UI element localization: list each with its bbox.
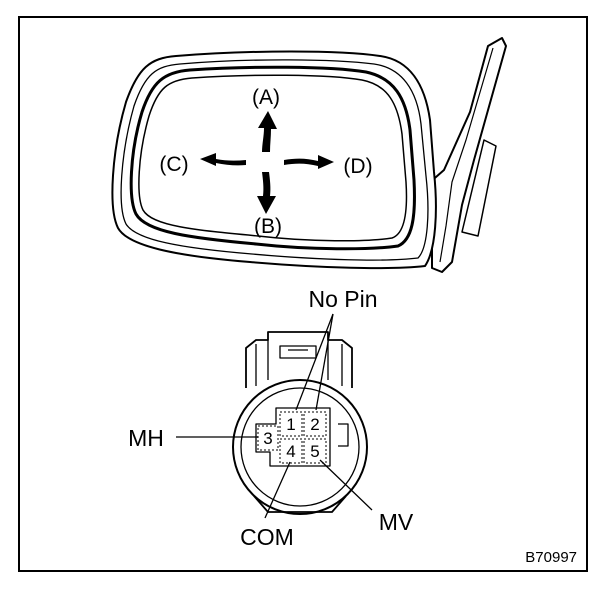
mirror-housing-rim (120, 59, 429, 261)
pin-number-4: 4 (286, 442, 295, 461)
leader-mv (319, 459, 373, 511)
mirror-mount-arm (427, 37, 507, 273)
connector-key (338, 423, 349, 447)
side-mirror (111, 37, 507, 273)
leader-com (264, 461, 291, 519)
figure-frame (18, 16, 588, 572)
mirror-mount-arm-inner (439, 47, 494, 263)
mv-label: MV (379, 509, 414, 535)
figure-code: B70997 (525, 549, 577, 566)
pin-number-2: 2 (310, 415, 319, 434)
arrow-right (284, 155, 334, 169)
arrow-down (257, 172, 276, 214)
direction-label-left: (C) (159, 153, 188, 176)
connector-latch-inner (255, 340, 343, 386)
connector-latch (245, 331, 353, 388)
leader-no-pin-2 (315, 313, 334, 411)
mh-label: MH (128, 425, 164, 451)
arrow-up (258, 111, 277, 152)
pin-cell-2 (303, 411, 327, 437)
connector (232, 331, 368, 515)
leader-no-pin-1 (295, 313, 334, 411)
direction-label-down: (B) (254, 215, 282, 238)
connector-skirt (253, 495, 347, 513)
arrow-left (200, 153, 246, 166)
com-label: COM (240, 524, 294, 550)
pin-block (255, 407, 331, 467)
pin-number-3: 3 (263, 429, 272, 448)
no-pin-label: No Pin (308, 286, 377, 312)
pin-number-5: 5 (310, 442, 319, 461)
pin-cell-1 (279, 411, 303, 437)
direction-label-up: (A) (252, 86, 280, 109)
pin-cell-5 (303, 438, 327, 464)
pin-cells (257, 411, 327, 464)
pin-number-1: 1 (286, 415, 295, 434)
direction-arrows (200, 111, 334, 214)
pin-cell-3 (257, 425, 279, 451)
connector-face (240, 387, 360, 507)
mirror-housing (111, 50, 437, 270)
mirror-glass-inner (138, 74, 408, 242)
direction-label-right: (D) (343, 155, 372, 178)
connector-latch-tab (279, 345, 317, 359)
leader-lines (176, 313, 373, 519)
mirror-mount-plate (461, 139, 497, 237)
connector-body (232, 379, 368, 515)
mirror-glass (129, 65, 416, 251)
pin-cell-4 (279, 438, 303, 464)
